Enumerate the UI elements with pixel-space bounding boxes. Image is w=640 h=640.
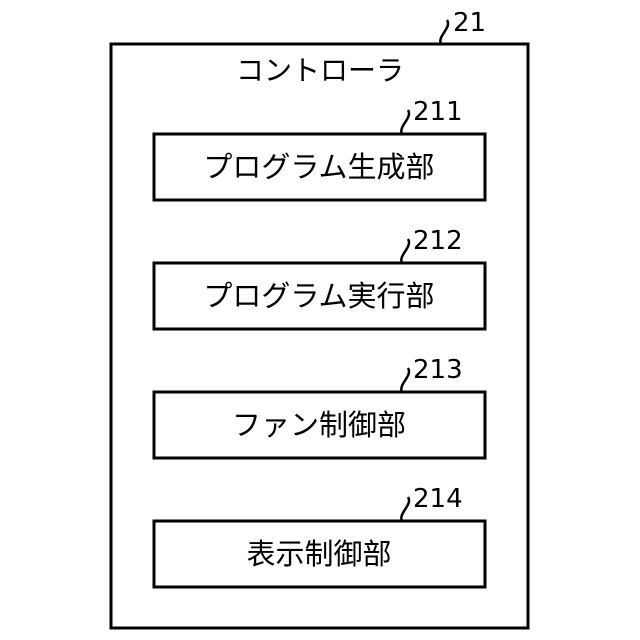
controller-title: コントローラ [236,54,404,87]
block-211-ref-leader [401,110,409,134]
block-213-label: ファン制御部 [232,408,406,442]
block-212-label: プログラム実行部 [203,279,434,313]
block-212-ref-number: 212 [413,226,463,256]
block-211-ref-number: 211 [413,97,463,127]
controller-ref-leader [440,20,448,44]
block-213-ref-number: 213 [413,355,463,385]
block-214-ref-leader [401,497,409,521]
controller-ref-number: 21 [453,8,486,38]
block-212-ref-leader [401,239,409,263]
block-211-label: プログラム生成部 [203,150,434,184]
block-214-ref-number: 214 [413,484,463,514]
block-213-ref-leader [401,368,409,392]
block-214-label: 表示制御部 [246,537,391,571]
